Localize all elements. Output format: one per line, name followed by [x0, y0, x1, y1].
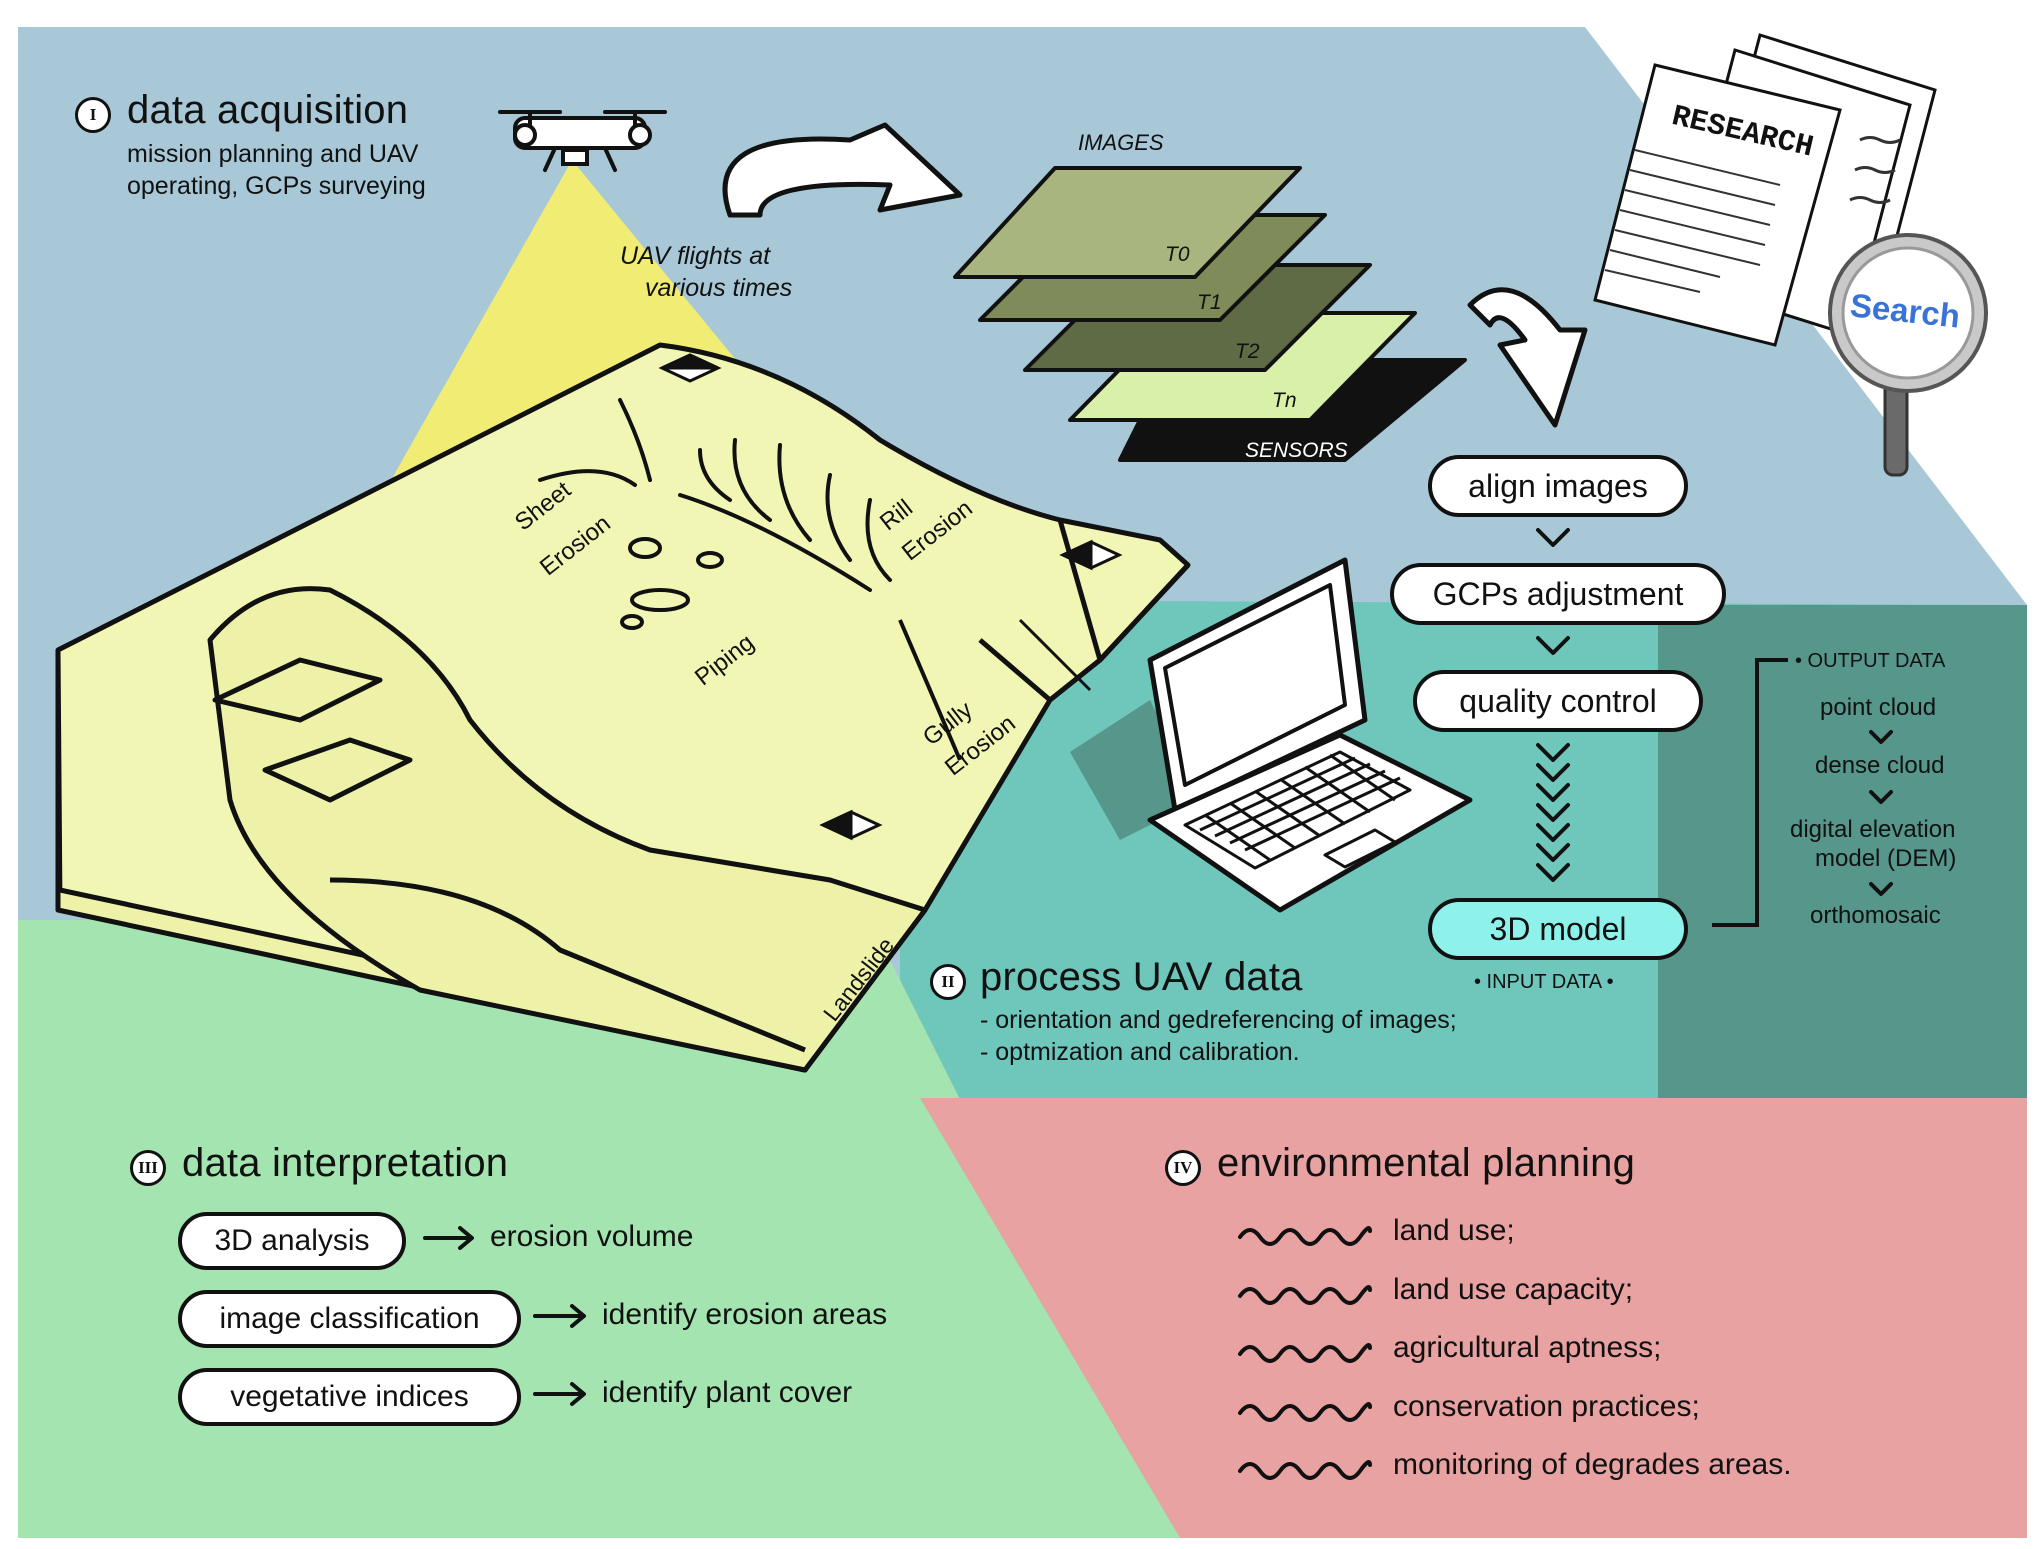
section1-title: data acquisition: [127, 88, 409, 132]
planning-item-2: land use capacity;: [1393, 1273, 1634, 1306]
output-connector: [1712, 658, 1788, 927]
result-erosion-volume: erosion volume: [490, 1220, 694, 1253]
planning-waves: [1238, 1226, 1372, 1480]
layer-t2-label: T2: [1235, 340, 1260, 363]
planning-region: [920, 1098, 2027, 1538]
result-erosion-areas: identify erosion areas: [602, 1298, 888, 1331]
output-point-cloud: point cloud: [1820, 694, 1937, 721]
output-dem-line1: digital elevation: [1790, 816, 1956, 843]
landscape-block: [55, 342, 1191, 1073]
drone-illustration: [498, 110, 667, 172]
output-orthomosaic: orthomosaic: [1810, 902, 1941, 929]
uav-caption-line1: UAV flights at: [620, 242, 771, 270]
gcps-adjustment-step: GCPs adjustment: [1390, 563, 1726, 625]
section3-number: III: [130, 1150, 166, 1186]
section2-number: II: [930, 964, 966, 1000]
section2-bullet-2: - optmization and calibration.: [980, 1038, 1300, 1066]
section3-title: data interpretation: [182, 1141, 509, 1185]
layer-tn-label: Tn: [1272, 389, 1297, 412]
input-data-label: • INPUT DATA •: [1474, 971, 1614, 993]
section1-subtitle-line2: operating, GCPs surveying: [127, 172, 426, 200]
section2-bullet-1: - orientation and gedreferencing of imag…: [980, 1006, 1457, 1034]
planning-item-5: monitoring of degrades areas.: [1393, 1448, 1792, 1481]
piping-holes: [620, 537, 724, 630]
planning-item-4: conservation practices;: [1393, 1390, 1700, 1423]
layer-t0-label: T0: [1165, 243, 1190, 266]
section2-title: process UAV data: [980, 955, 1303, 999]
gcp-markers: [658, 353, 1123, 841]
3d-model-step: 3D model: [1428, 898, 1688, 960]
section1-subtitle-line1: mission planning and UAV: [127, 140, 419, 168]
output-region: [1658, 605, 2027, 1098]
processing-arrow: [1467, 287, 1588, 428]
planning-item-1: land use;: [1393, 1214, 1515, 1247]
section4-title: environmental planning: [1217, 1141, 1636, 1185]
section4-number: IV: [1165, 1150, 1201, 1186]
quality-control-step: quality control: [1413, 670, 1703, 732]
flight-arrow: [722, 122, 963, 218]
layer-t0: [953, 166, 1302, 279]
output-data-header: • OUTPUT DATA: [1795, 650, 1946, 672]
method-image-classification: image classification: [178, 1290, 521, 1348]
result-plant-cover: identify plant cover: [602, 1376, 853, 1409]
laptop-illustration: [1147, 557, 1473, 913]
planning-item-3: agricultural aptness;: [1393, 1331, 1662, 1364]
workflow-chevrons: [1536, 528, 1893, 896]
sensors-label: SENSORS: [1245, 439, 1348, 462]
magnifier-icon: [1828, 233, 1988, 477]
align-images-step: align images: [1428, 455, 1688, 517]
rill-lines: [538, 398, 892, 592]
output-dense-cloud: dense cloud: [1815, 752, 1945, 779]
section1-number: I: [75, 97, 111, 133]
method-vegetative-indices: vegetative indices: [178, 1368, 521, 1426]
interpretation-arrows: [423, 1226, 586, 1406]
method-3d-analysis: 3D analysis: [178, 1212, 406, 1270]
image-stack: [953, 166, 1467, 462]
uav-caption-line2: various times: [645, 274, 793, 302]
images-header: IMAGES: [1078, 130, 1164, 155]
layer-t1-label: T1: [1197, 291, 1222, 314]
output-dem-line2: model (DEM): [1815, 845, 1957, 872]
